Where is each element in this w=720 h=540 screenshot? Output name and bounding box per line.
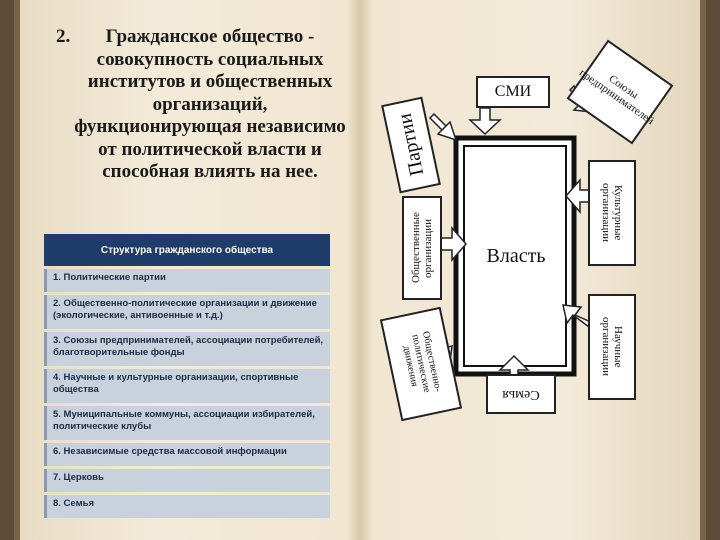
definition-heading: 2. Гражданское общество - совокупность с… xyxy=(56,26,346,184)
public-orgs-box: Общественные организации xyxy=(402,196,442,300)
table-row: 3. Союзы предпринимателей, ассоциации по… xyxy=(44,332,330,366)
table-row: 8. Семья xyxy=(44,495,330,518)
power-center: Власть xyxy=(486,244,546,267)
heading-number: 2. xyxy=(56,26,71,47)
smi-box: СМИ xyxy=(476,76,550,108)
table-row: 6. Независимые средства массовой информа… xyxy=(44,443,330,466)
culture-box: Культурные организации xyxy=(588,160,636,266)
science-box: Научные организации xyxy=(588,294,636,400)
table-title: Структура гражданского общества xyxy=(44,234,330,266)
table-row: 1. Политические партии xyxy=(44,269,330,292)
heading-text: Гражданское общество - совокупность соци… xyxy=(74,26,346,182)
family-box: Семья xyxy=(486,374,556,414)
table-row: 7. Церковь xyxy=(44,469,330,492)
power-diagram: СМИ Власть Партии Союзы предпринимателей… xyxy=(379,0,706,540)
parties-label: Партии xyxy=(393,111,428,179)
table-row: 4. Научные и культурные организации, спо… xyxy=(44,369,330,403)
structure-table: Структура гражданского общества 1. Полит… xyxy=(44,234,330,540)
table-row: 5. Муниципальные коммуны, ассоциации изб… xyxy=(44,406,330,440)
table-row: 2. Общественно-политические организации … xyxy=(44,295,330,329)
